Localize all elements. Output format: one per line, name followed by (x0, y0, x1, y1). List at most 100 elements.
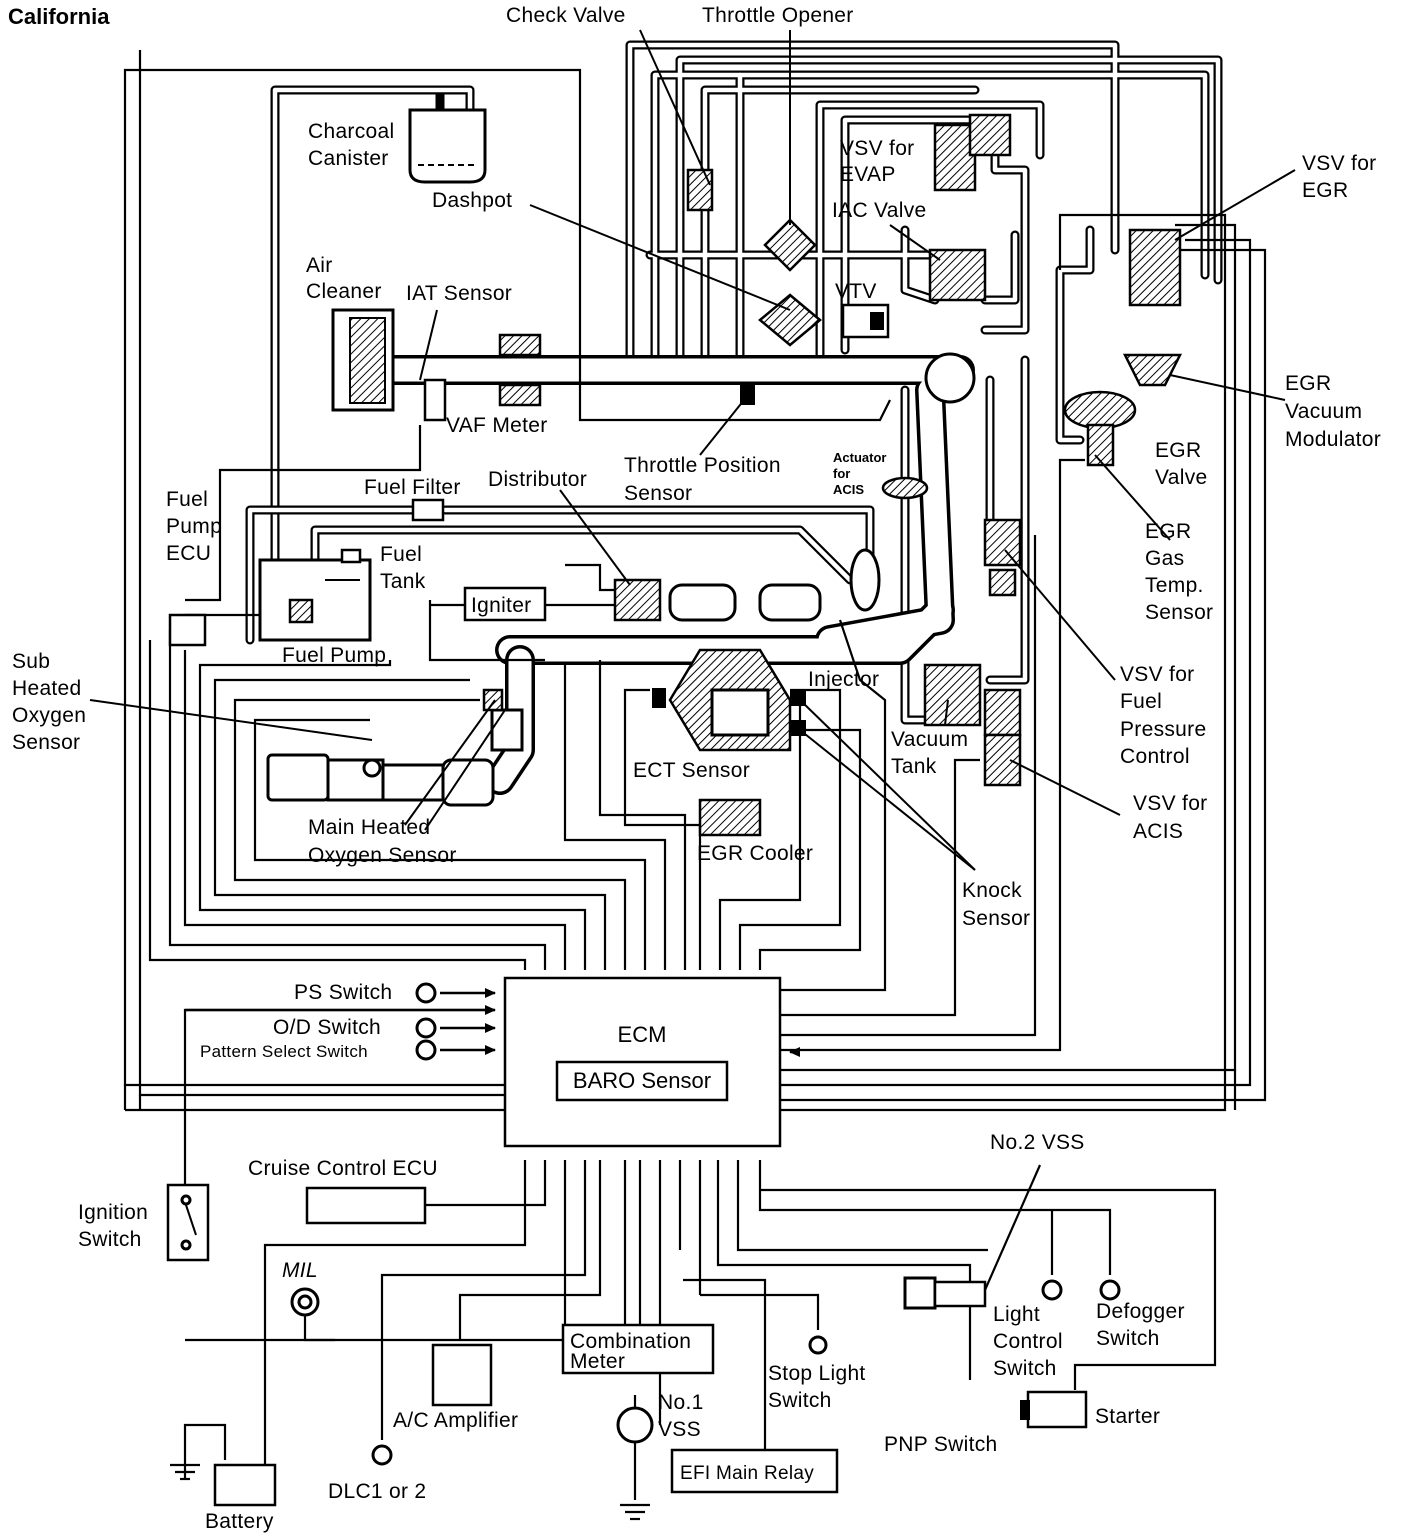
label-defogger-2: Switch (1096, 1327, 1160, 1350)
label-ignition-switch-1: Ignition (78, 1201, 148, 1224)
label-egr-temp-3: Temp. (1145, 574, 1204, 597)
vaf-meter-shape (423, 378, 447, 422)
efi-main-relay-shape (670, 1448, 839, 1494)
label-od-switch: O/D Switch (273, 1016, 381, 1039)
label-stop-light-2: Switch (768, 1389, 832, 1412)
ecm-wiring (123, 50, 1267, 1500)
label-air-cleaner-2: Cleaner (306, 280, 382, 303)
label-vsv-fuel-1: VSV for (1120, 663, 1194, 686)
label-light-control-1: Light (993, 1303, 1040, 1326)
check-valve-shape (686, 168, 714, 212)
ecm-arrows (185, 988, 800, 1057)
label-vacuum-tank-1: Vacuum (891, 728, 968, 751)
label-iac-valve: IAC Valve (832, 199, 927, 222)
label-injector: Injector (808, 668, 879, 691)
label-no1-vss-2: VSS (658, 1418, 701, 1441)
label-throttle-opener: Throttle Opener (702, 4, 854, 27)
vacuum-hoses-inner (272, 42, 1221, 723)
label-fuel-filter: Fuel Filter (364, 476, 461, 499)
vsv-fuel-pressure-shape (983, 688, 1022, 737)
label-vsv-fuel-3: Pressure (1120, 718, 1206, 741)
ect-sensor-shape (652, 688, 666, 708)
label-acis-actuator-3: ACIS (833, 482, 864, 497)
od-switch-shape (415, 1017, 437, 1039)
baro-sensor-label: BARO Sensor (573, 1068, 711, 1093)
label-defogger-1: Defogger (1096, 1300, 1185, 1323)
label-light-control-3: Switch (993, 1357, 1057, 1380)
dlc-shape (371, 1444, 393, 1466)
defogger-switch-shape (1099, 1279, 1121, 1301)
label-pnp-switch: PNP Switch (884, 1433, 998, 1456)
label-dashpot: Dashpot (432, 189, 512, 212)
label-light-control-2: Control (993, 1330, 1063, 1353)
intake-pipes (380, 355, 975, 795)
label-vtv: VTV (835, 280, 877, 303)
label-stop-light-1: Stop Light (768, 1362, 866, 1385)
label-no2-vss: No.2 VSS (990, 1131, 1085, 1154)
label-vsv-acis-1: VSV for (1133, 792, 1207, 815)
main-ho2s-shape (482, 688, 504, 712)
label-vaf-meter: VAF Meter (446, 414, 548, 437)
ac-amplifier-shape (431, 1343, 493, 1407)
no2-vss-shape (903, 1276, 937, 1310)
label-knock-sensor-2: Sensor (962, 907, 1030, 930)
light-control-switch-shape (1041, 1279, 1063, 1301)
label-dlc: DLC1 or 2 (328, 1480, 426, 1503)
pattern-select-switch-shape (415, 1039, 437, 1061)
fuel-pump-shape (288, 598, 314, 624)
label-fuel-pump-ecu-3: ECU (166, 542, 211, 565)
label-fuel-pump: Fuel Pump (282, 644, 386, 667)
label-efi-main-relay: EFI Main Relay (680, 1463, 814, 1484)
label-egr-cooler: EGR Cooler (697, 842, 813, 865)
vtv-shape (841, 303, 890, 339)
label-egr-valve-2: Valve (1155, 466, 1207, 489)
ecm-label: ECM (618, 1022, 667, 1047)
label-vsv-egr-1: VSV for (1302, 152, 1376, 175)
label-ac-amplifier: A/C Amplifier (393, 1409, 518, 1432)
battery-shape (213, 1463, 277, 1507)
vsv-egr-shape (1128, 228, 1182, 307)
label-iat-sensor: IAT Sensor (406, 282, 512, 305)
label-vsv-evap-1: VSV for (840, 137, 914, 160)
egr-modulator-shape (1122, 353, 1183, 387)
leader-lines (89, 29, 1296, 871)
label-egr-modulator-2: Vacuum (1285, 400, 1362, 423)
charcoal-canister-shape (408, 108, 487, 184)
label-tps-1: Throttle Position (624, 454, 781, 477)
stop-light-switch-shape (808, 1335, 828, 1355)
label-tps-2: Sensor (624, 482, 692, 505)
cruise-ecu-shape (305, 1186, 427, 1225)
label-battery: Battery (205, 1510, 274, 1533)
no1-vss-shape (616, 1406, 654, 1444)
label-ignition-switch-2: Switch (78, 1228, 142, 1251)
label-egr-modulator-1: EGR (1285, 372, 1331, 395)
label-vsv-fuel-2: Fuel (1120, 690, 1162, 713)
label-egr-temp-4: Sensor (1145, 601, 1213, 624)
ground-symbols (170, 1463, 650, 1521)
fuel-pump-ecu-shape (168, 613, 207, 647)
igniter-shape (463, 586, 547, 622)
label-fuel-tank-2: Tank (380, 570, 426, 593)
combination-meter-shape (561, 1323, 715, 1375)
throttle-opener-shape (763, 218, 817, 272)
label-pattern-select: Pattern Select Switch (200, 1042, 368, 1061)
label-combination-meter-1: Combination (570, 1330, 691, 1353)
label-igniter: Igniter (471, 594, 531, 617)
label-vsv-fuel-4: Control (1120, 745, 1190, 768)
egr-cooler-shape (698, 798, 762, 837)
label-acis-actuator-2: for (833, 466, 850, 481)
injector-shape (849, 548, 881, 612)
label-combination-meter-2: Meter (570, 1350, 625, 1373)
label-sub-ho2s-1: Sub (12, 650, 50, 673)
exhaust-pipe-shape (266, 753, 330, 802)
label-air-cleaner-1: Air (306, 254, 333, 277)
throttle-body-shape (924, 352, 976, 404)
label-vsv-acis-2: ACIS (1133, 820, 1183, 843)
component-shapes (166, 108, 1183, 1521)
baro-sensor-box (555, 1060, 729, 1102)
dashpot-shape (758, 293, 822, 347)
label-vacuum-tank-2: Tank (891, 755, 937, 778)
fuel-filter-shape (411, 498, 445, 522)
label-fuel-pump-ecu-2: Pump (166, 515, 222, 538)
label-knock-sensor-1: Knock (962, 879, 1022, 902)
